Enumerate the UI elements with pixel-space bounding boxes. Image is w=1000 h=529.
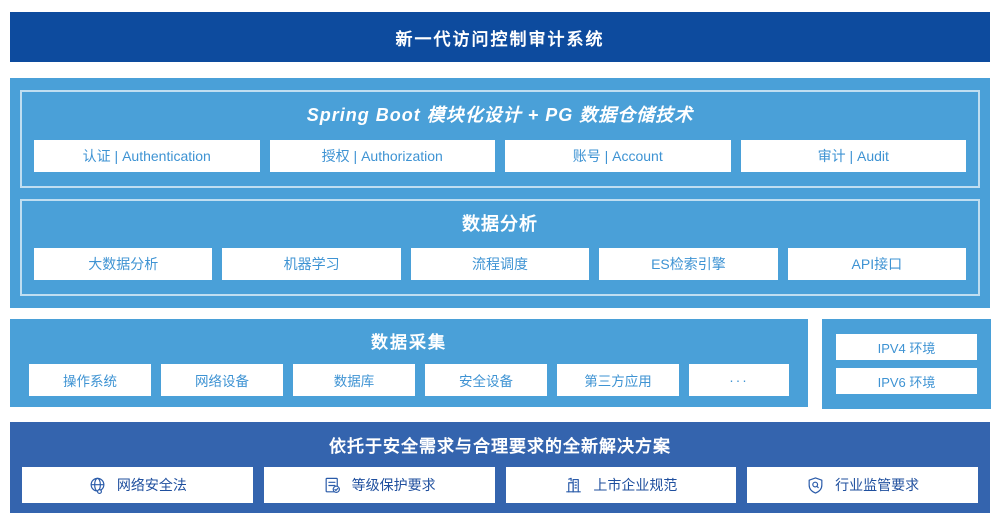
solution-label: 行业监管要求 — [835, 477, 920, 493]
platform-block: Spring Boot 模块化设计 + PG 数据仓储技术 认证 | Authe… — [10, 78, 990, 308]
system-title: 新一代访问控制审计系统 — [395, 29, 605, 49]
collection-box-os: 操作系统 — [29, 364, 151, 396]
analysis-section: 数据分析 大数据分析 机器学习 流程调度 ES检索引擎 API接口 — [20, 198, 980, 296]
solution-box-cybersecurity-law: 网络安全法 — [22, 467, 253, 503]
modules-row: 认证 | Authentication 授权 | Authorization 账… — [34, 139, 966, 172]
env-box-ipv6: IPV6 环境 — [836, 368, 977, 394]
analysis-box-es: ES检索引擎 — [599, 248, 778, 280]
module-box-audit: 审计 | Audit — [740, 139, 966, 172]
solution-row: 网络安全法 等级保护要求 — [22, 467, 978, 503]
collection-box-network: 网络设备 — [161, 364, 283, 396]
shield-search-icon — [806, 476, 825, 495]
analysis-box-scheduling: 流程调度 — [410, 248, 590, 280]
solution-box-industry-regulation: 行业监管要求 — [747, 467, 978, 503]
modules-section-title: Spring Boot 模块化设计 + PG 数据仓储技术 — [306, 105, 694, 125]
solution-label: 网络安全法 — [116, 477, 187, 493]
environment-panel: IPV4 环境 IPV6 环境 — [822, 319, 991, 409]
analysis-box-ml: 机器学习 — [222, 248, 401, 280]
collection-box-thirdparty: 第三方应用 — [557, 364, 679, 396]
collection-row: 操作系统 网络设备 数据库 安全设备 第三方应用 ··· — [29, 364, 790, 396]
collection-block: 数据采集 操作系统 网络设备 数据库 安全设备 第三方应用 ··· — [10, 319, 808, 407]
analysis-box-api: API接口 — [787, 248, 967, 280]
solution-label: 上市企业规范 — [593, 477, 678, 493]
system-title-banner: 新一代访问控制审计系统 — [10, 12, 990, 62]
module-box-account: 账号 | Account — [505, 139, 731, 172]
building-icon — [564, 476, 583, 495]
module-box-authorization: 授权 | Authorization — [269, 139, 495, 172]
solution-block: 依托于安全需求与合理要求的全新解决方案 网络安全法 — [10, 422, 990, 513]
solution-label: 等级保护要求 — [351, 477, 436, 493]
collection-box-database: 数据库 — [293, 364, 415, 396]
analysis-row: 大数据分析 机器学习 流程调度 ES检索引擎 API接口 — [34, 248, 967, 280]
module-box-authentication: 认证 | Authentication — [34, 139, 260, 172]
collection-box-security: 安全设备 — [425, 364, 547, 396]
modules-section: Spring Boot 模块化设计 + PG 数据仓储技术 认证 | Authe… — [20, 90, 980, 188]
solution-box-classified-protection: 等级保护要求 — [263, 467, 495, 503]
solution-box-listed-company: 上市企业规范 — [505, 467, 737, 503]
analysis-section-title: 数据分析 — [462, 213, 538, 234]
globe-icon — [88, 476, 107, 495]
collection-title: 数据采集 — [371, 333, 447, 352]
analysis-box-bigdata: 大数据分析 — [34, 248, 213, 280]
solution-title: 依托于安全需求与合理要求的全新解决方案 — [329, 437, 671, 456]
checklist-icon — [323, 476, 342, 495]
collection-box-more: ··· — [689, 364, 790, 396]
env-box-ipv4: IPV4 环境 — [836, 334, 977, 360]
